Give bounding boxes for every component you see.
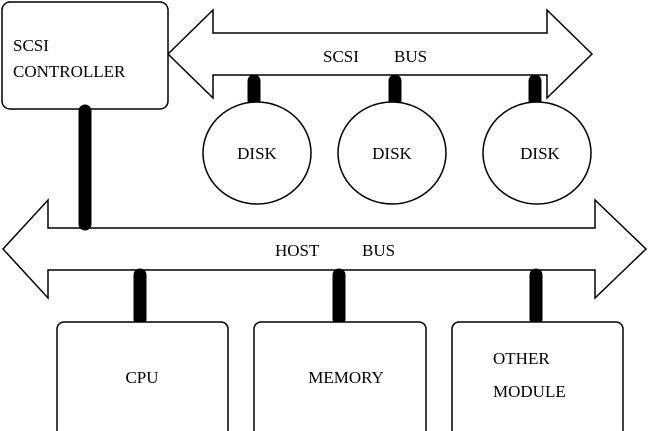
cpu-label: CPU <box>125 368 158 387</box>
scsi-controller-label-line1: SCSI <box>13 36 49 55</box>
other-module-label-line1: OTHER <box>493 349 550 368</box>
memory-label: MEMORY <box>308 368 384 387</box>
memory-box <box>253 321 427 431</box>
scsi-bus-arrow <box>166 8 594 100</box>
disk-3 <box>482 101 592 205</box>
scsi-bus-label-b: BUS <box>394 47 427 66</box>
scsi-controller-box <box>1 1 169 110</box>
host-bus-label-a: HOST <box>275 241 320 260</box>
host-bus-label-b: BUS <box>362 241 395 260</box>
disk-3-label: DISK <box>520 144 560 163</box>
disk-2-label: DISK <box>372 144 412 163</box>
host-bus-arrow <box>1 198 648 300</box>
other-module-label-line2: MODULE <box>493 382 566 401</box>
scsi-controller-label-line2: CONTROLLER <box>13 62 126 81</box>
disk-1 <box>202 101 312 205</box>
other-module-box <box>451 321 624 431</box>
disk-2 <box>337 101 447 205</box>
cpu-box <box>56 321 229 431</box>
scsi-bus-label-a: SCSI <box>323 47 359 66</box>
disk-1-label: DISK <box>237 144 277 163</box>
